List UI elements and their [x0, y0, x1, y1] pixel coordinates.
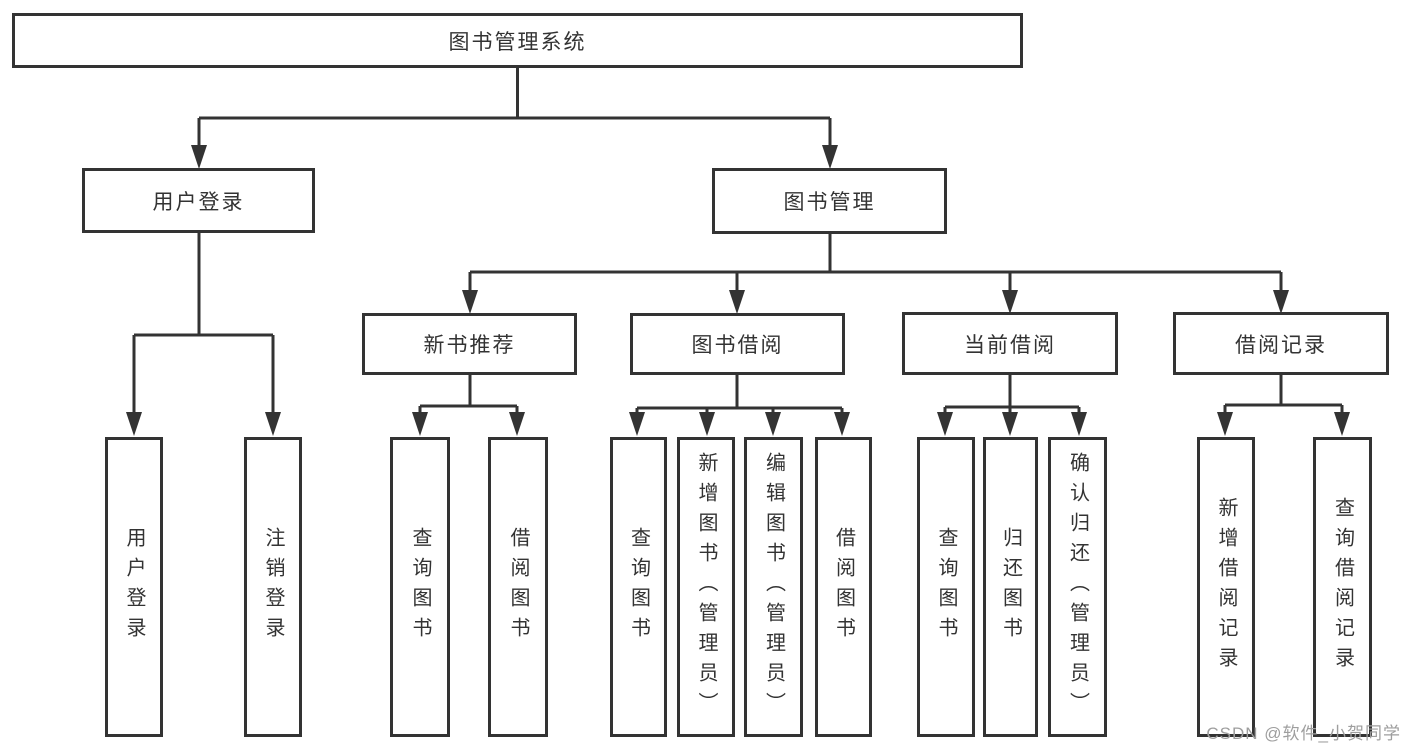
node-leaf-edit-books-admin: 编辑图书（管理员）: [744, 437, 803, 737]
arrow-down-icon: [822, 145, 838, 169]
arrow-down-icon: [937, 412, 953, 436]
arrow-down-icon: [191, 145, 207, 169]
node-leaf-user-login: 用户登录: [105, 437, 163, 737]
node-label: 新书推荐: [423, 334, 516, 357]
node-label: 图书借阅: [691, 334, 784, 357]
node-leaf-borrow-books: 借阅图书: [815, 437, 872, 737]
arrow-down-icon: [126, 412, 142, 436]
node-user-login: 用户登录: [82, 168, 315, 233]
node-label: 查询图书: [935, 527, 957, 647]
node-label: 用户登录: [152, 190, 245, 214]
node-root: 图书管理系统: [12, 13, 1023, 68]
node-label: 编辑图书（管理员）: [762, 452, 785, 722]
node-leaf-confirm-return-admin: 确认归还（管理员）: [1048, 437, 1107, 737]
node-borrow-records: 借阅记录: [1173, 312, 1389, 375]
node-leaf-return-books: 归还图书: [983, 437, 1038, 737]
arrow-down-icon: [1071, 412, 1087, 436]
node-label: 图书管理: [783, 191, 876, 214]
node-label: 归还图书: [999, 527, 1022, 647]
node-label: 注销登录: [262, 527, 284, 647]
node-label: 查询图书: [409, 527, 431, 647]
node-leaf-recommend-query-books: 查询图书: [390, 437, 450, 737]
node-leaf-query-borrow-record: 查询借阅记录: [1313, 437, 1372, 737]
node-new-book-recommend: 新书推荐: [362, 313, 577, 375]
arrow-down-icon: [1217, 412, 1233, 436]
arrow-down-icon: [1273, 290, 1289, 314]
node-label: 当前借阅: [964, 333, 1056, 357]
arrowheads: [126, 145, 1350, 436]
arrow-down-icon: [462, 290, 478, 314]
node-label: 新增图书（管理员）: [695, 452, 717, 722]
node-label: 借阅图书: [832, 527, 855, 647]
node-label: 借阅记录: [1235, 333, 1327, 357]
arrow-down-icon: [412, 412, 428, 436]
arrow-down-icon: [1002, 412, 1018, 436]
connector-lines: [132, 68, 1344, 415]
node-label: 查询图书: [627, 527, 650, 647]
arrow-down-icon: [699, 412, 715, 436]
node-label: 新增借阅记录: [1215, 497, 1237, 677]
arrow-down-icon: [509, 412, 525, 436]
arrow-down-icon: [1334, 412, 1350, 436]
node-label: 图书管理系统: [448, 30, 587, 54]
node-label: 用户登录: [123, 527, 145, 647]
arrow-down-icon: [629, 412, 645, 436]
node-book-management: 图书管理: [712, 168, 947, 234]
arrow-down-icon: [1002, 290, 1018, 314]
arrow-down-icon: [834, 412, 850, 436]
node-book-borrow: 图书借阅: [630, 313, 845, 375]
node-label: 借阅图书: [507, 527, 529, 647]
arrow-down-icon: [765, 412, 781, 436]
arrow-down-icon: [265, 412, 281, 436]
arrow-down-icon: [729, 290, 745, 314]
node-label: 查询借阅记录: [1331, 497, 1354, 677]
node-leaf-logout: 注销登录: [244, 437, 302, 737]
node-leaf-current-query-books: 查询图书: [917, 437, 975, 737]
node-current-borrow: 当前借阅: [902, 312, 1118, 375]
node-label: 确认归还（管理员）: [1066, 452, 1089, 722]
watermark: CSDN @软件_小贺同学: [1206, 724, 1401, 743]
node-leaf-recommend-borrow-books: 借阅图书: [488, 437, 548, 737]
node-leaf-borrow-query-books: 查询图书: [610, 437, 667, 737]
node-leaf-add-borrow-record: 新增借阅记录: [1197, 437, 1255, 737]
node-leaf-add-books-admin: 新增图书（管理员）: [677, 437, 735, 737]
